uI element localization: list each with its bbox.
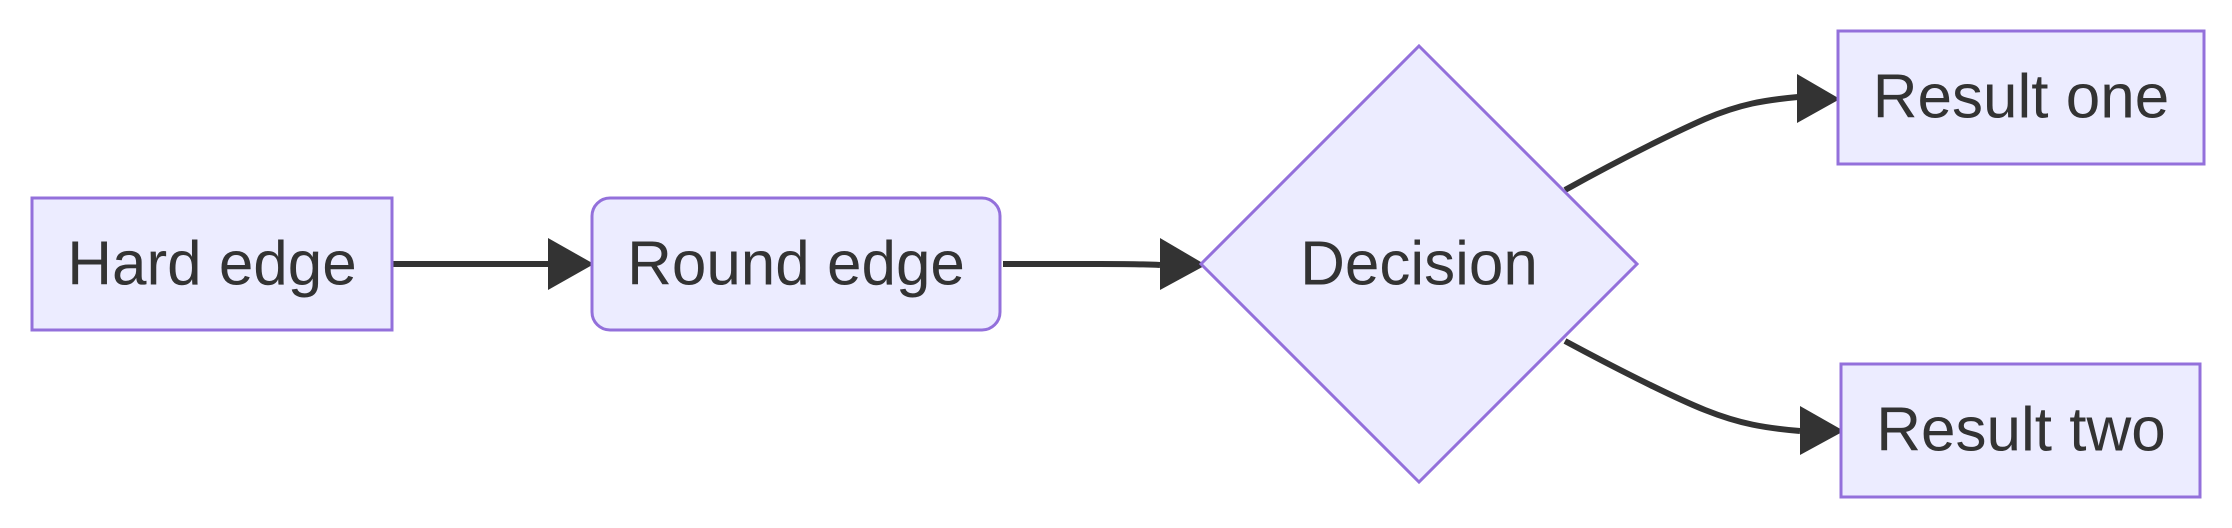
node-label: Result one	[1873, 63, 2169, 132]
node-label: Hard edge	[67, 230, 357, 299]
node-result-two: Result two	[1839, 362, 2202, 499]
node-result-one: Result one	[1836, 29, 2206, 166]
node-label: Decision	[1300, 230, 1538, 299]
arrowhead-icon	[1160, 238, 1206, 290]
arrowhead-icon	[1800, 406, 1844, 455]
node-shape-rectangle	[30, 196, 394, 332]
edge-decision-to-result-one	[1563, 94, 1799, 193]
node-hard-edge: Hard edge	[30, 196, 394, 332]
node-label: Round edge	[627, 230, 965, 299]
node-shape-diamond	[1198, 43, 1640, 485]
node-shape-rectangle	[1836, 29, 2206, 166]
edges	[393, 74, 1844, 455]
edge-decision-to-result-two	[1563, 338, 1801, 434]
node-decision: Decision	[1198, 43, 1640, 485]
edge-round-to-decision	[1003, 261, 1161, 268]
node-round-edge: Round edge	[590, 196, 1002, 332]
node-shape-rectangle	[1839, 362, 2202, 499]
node-label: Result two	[1876, 396, 2165, 465]
node-shape-rounded-rectangle	[590, 196, 1002, 332]
arrowhead-icon	[1797, 74, 1840, 123]
arrowhead-icon	[548, 238, 594, 290]
